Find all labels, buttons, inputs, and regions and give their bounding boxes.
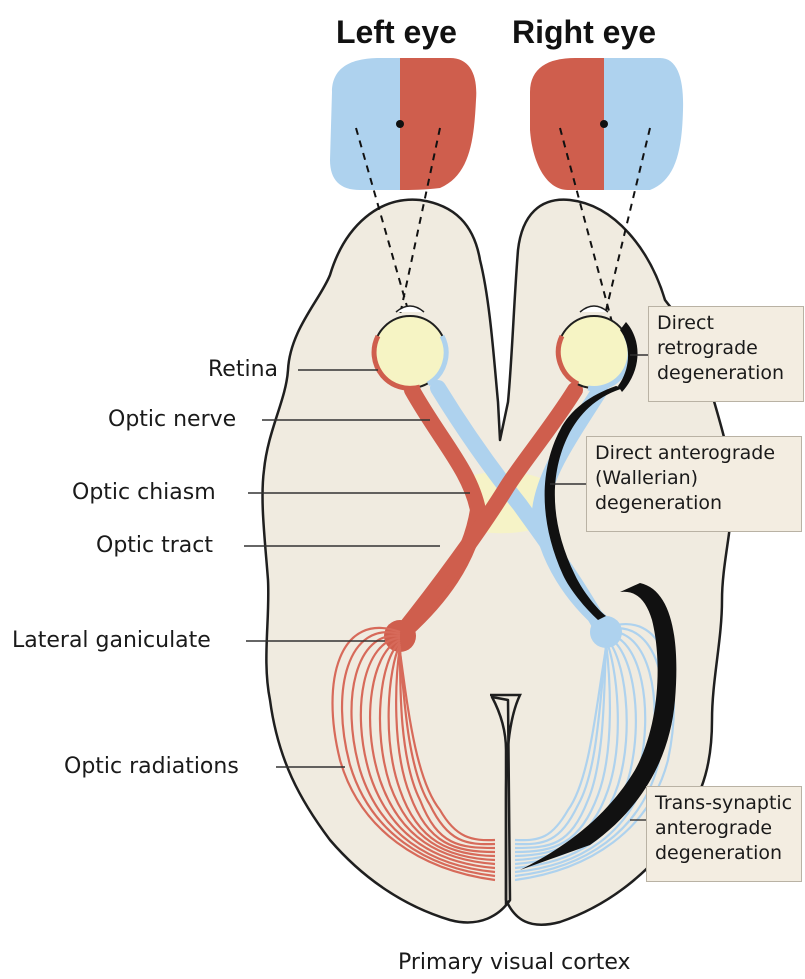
- callout-anterograde-line-3: degeneration: [595, 491, 793, 516]
- callout-retrograde-line-2: retrograde: [657, 336, 795, 361]
- label-optic-tract: Optic tract: [96, 533, 213, 559]
- callout-anterograde-line-1: Direct anterograde: [595, 441, 793, 466]
- label-lateral-geniculate: Lateral ganiculate: [12, 628, 211, 654]
- label-optic-nerve: Optic nerve: [108, 407, 236, 433]
- left-eye-title: Left eye: [336, 14, 457, 50]
- callout-transsynaptic: Trans-synaptic anterograde degeneration: [646, 786, 802, 882]
- callout-anterograde-line-2: (Wallerian): [595, 466, 793, 491]
- callout-retrograde-line-1: Direct: [657, 311, 795, 336]
- right-eye-title: Right eye: [512, 14, 656, 50]
- label-primary-visual-cortex: Primary visual cortex: [398, 950, 631, 976]
- label-retina: Retina: [208, 357, 278, 383]
- callout-transsynaptic-line-3: degeneration: [655, 841, 793, 866]
- callout-retrograde: Direct retrograde degeneration: [648, 306, 804, 402]
- callout-transsynaptic-line-2: anterograde: [655, 816, 793, 841]
- callout-retrograde-line-3: degeneration: [657, 361, 795, 386]
- label-optic-chiasm: Optic chiasm: [72, 480, 216, 506]
- callout-anterograde: Direct anterograde (Wallerian) degenerat…: [586, 436, 802, 532]
- label-optic-radiations: Optic radiations: [64, 754, 239, 780]
- callout-transsynaptic-line-1: Trans-synaptic: [655, 791, 793, 816]
